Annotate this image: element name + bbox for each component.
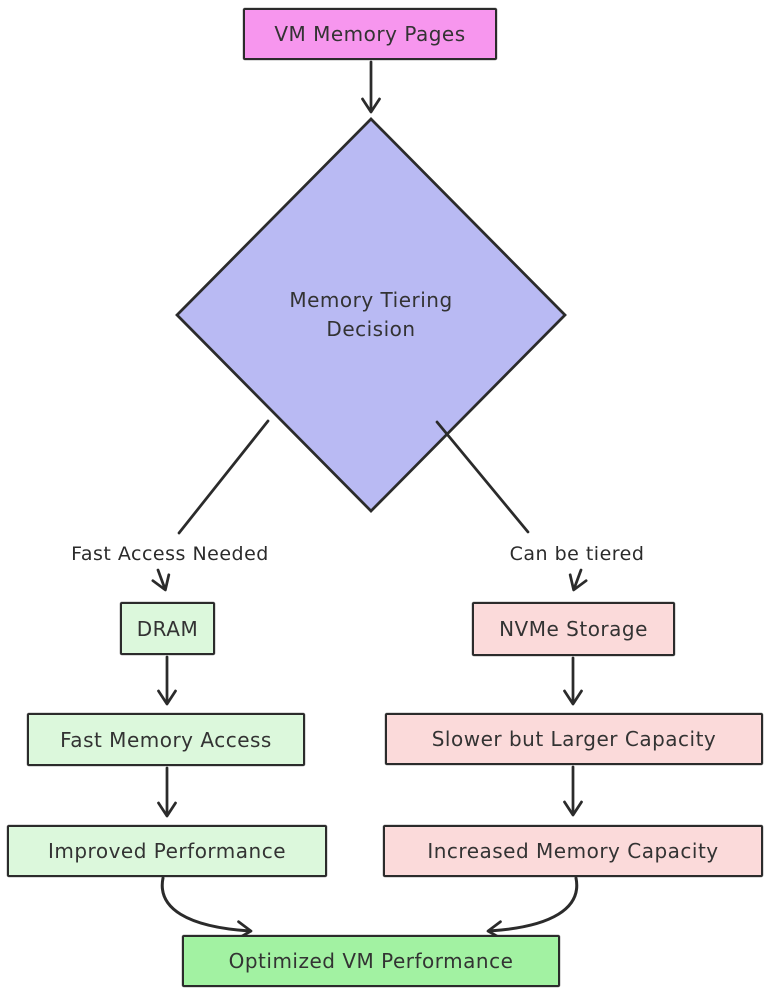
edge-decision-to-nvme-lower [568,568,588,592]
node-optimized-vm-performance-label: Optimized VM Performance [228,949,514,973]
edge-decision-to-dram-lower [151,568,171,592]
node-improved-performance-label: Improved Performance [47,839,287,863]
node-improved-performance: Improved Performance [7,825,327,877]
node-increased-memory-capacity: Increased Memory Capacity [383,825,763,877]
node-vm-memory-pages: VM Memory Pages [243,8,497,60]
node-optimized-vm-performance: Optimized VM Performance [182,935,560,987]
node-fast-memory-access: Fast Memory Access [27,713,305,766]
node-fast-memory-access-label: Fast Memory Access [60,727,272,752]
node-dram-label: DRAM [136,616,199,641]
decision-label-line2: Decision [326,317,416,341]
node-dram: DRAM [120,602,215,655]
node-slower-but-larger: Slower but Larger Capacity [385,713,763,765]
decision-diamond-shape [175,117,567,513]
arrow-increased-to-optimized [486,876,579,941]
node-decision-label: Memory Tiering Decision [251,280,491,350]
edge-decision-to-nvme-upper [435,420,530,534]
node-nvme-storage-label: NVMe Storage [499,617,648,641]
node-vm-memory-pages-label: VM Memory Pages [274,22,466,46]
edge-label-can-be-tiered: Can be tiered [509,543,645,565]
arrow-improved-to-optimized [160,876,253,941]
edge-label-fast-access-needed: Fast Access Needed [71,543,269,565]
node-slower-but-larger-label: Slower but Larger Capacity [431,727,717,751]
node-nvme-storage: NVMe Storage [472,602,675,656]
edge-decision-to-dram-upper [177,419,270,535]
decision-label-line1: Memory Tiering [289,288,453,312]
node-increased-memory-capacity-label: Increased Memory Capacity [427,839,719,863]
